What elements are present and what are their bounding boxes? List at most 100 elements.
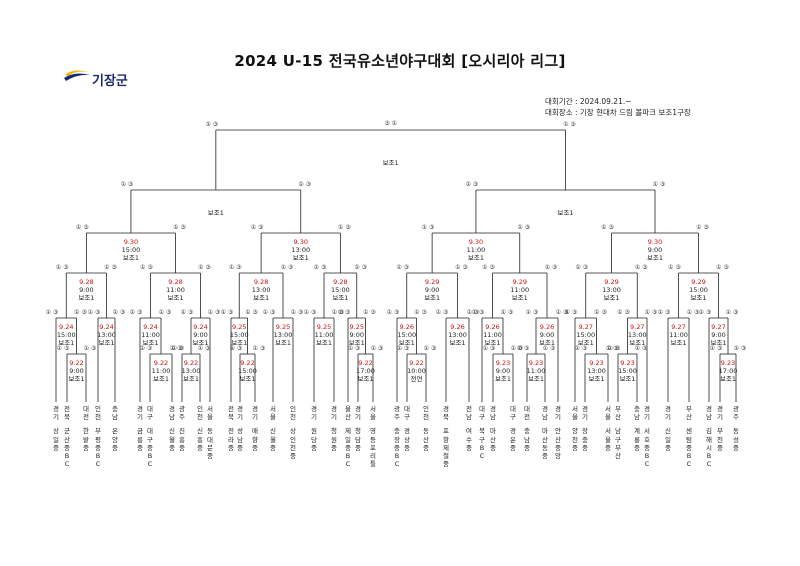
match-venue: 보조1 bbox=[182, 375, 200, 383]
score-mark: ① ③ bbox=[173, 224, 186, 231]
match-venue: 보조1 bbox=[619, 375, 636, 383]
match-date: 9.23 bbox=[495, 359, 511, 367]
score-mark: ① ③ bbox=[698, 309, 712, 316]
match-date: 9.23 bbox=[528, 359, 544, 367]
match-venue: 보조1 bbox=[152, 375, 170, 383]
score-mark: ① ③ bbox=[564, 309, 578, 316]
match-venue: 보조1 bbox=[538, 339, 556, 347]
score-mark: ① ③ bbox=[465, 181, 479, 188]
page-title: 2024 U-15 전국유소년야구대회 [오시리아 리그] bbox=[234, 52, 566, 70]
match-date: 9.26 bbox=[399, 323, 414, 331]
match-venue: 보조1 bbox=[511, 294, 528, 302]
match-venue: 보조1 bbox=[292, 254, 309, 262]
score-mark: ① ③ bbox=[686, 309, 700, 316]
score-mark: ① ③ bbox=[262, 309, 276, 316]
match-time: 11:00 bbox=[483, 331, 502, 339]
match-date: 9.29 bbox=[604, 278, 619, 286]
score-mark: ① ③ bbox=[471, 309, 485, 316]
match-date: 9.29 bbox=[512, 278, 527, 286]
score-mark: ① ③ bbox=[601, 224, 614, 231]
match-date: 9.27 bbox=[578, 323, 593, 331]
match-time: 11:00 bbox=[669, 331, 688, 339]
match-venue: 보조1 bbox=[348, 339, 365, 347]
score-mark: ① ③ bbox=[229, 345, 243, 352]
score-mark: ① ③ bbox=[104, 264, 117, 271]
match-venue: 보조1 bbox=[122, 254, 139, 262]
match-venue: 보조1 bbox=[78, 294, 95, 302]
match-time: 13:00 bbox=[273, 331, 293, 339]
score-mark: ① ③ bbox=[363, 309, 376, 316]
score-mark: ① ③ bbox=[482, 264, 495, 271]
score-mark: ① ③ bbox=[725, 309, 739, 316]
match-date: 9.28 bbox=[253, 278, 269, 286]
match-venue: 보조1 bbox=[382, 159, 399, 167]
score-mark: ① ③ bbox=[563, 121, 576, 128]
score-mark: ① ③ bbox=[525, 309, 539, 316]
match-venue: 보조1 bbox=[68, 375, 85, 383]
match-venue: 보조1 bbox=[207, 209, 224, 217]
match-venue: 보조1 bbox=[670, 339, 687, 347]
score-mark: ① ③ bbox=[129, 309, 143, 316]
match-date: 9.26 bbox=[485, 323, 500, 331]
match-venue: 보조1 bbox=[646, 254, 664, 262]
score-mark: ① ③ bbox=[245, 309, 258, 316]
match-date: 9.28 bbox=[333, 278, 348, 286]
match-time: 11:00 bbox=[141, 331, 160, 339]
match-time: 15:00 bbox=[229, 331, 249, 339]
match-time: 9:00 bbox=[711, 331, 726, 339]
match-date: 9.29 bbox=[691, 278, 706, 286]
score-mark: ① ③ bbox=[386, 309, 400, 316]
score-mark: ① ③ bbox=[594, 309, 607, 316]
score-mark: ① ③ bbox=[180, 309, 194, 316]
score-mark: ① ③ bbox=[396, 264, 410, 271]
score-mark: ① ③ bbox=[338, 224, 351, 231]
match-date: 9.22 bbox=[183, 359, 199, 367]
match-venue: 보조1 bbox=[253, 294, 270, 302]
score-mark: ① ③ bbox=[139, 345, 153, 352]
score-mark: ① ③ bbox=[510, 345, 524, 352]
score-mark: ① ③ bbox=[45, 309, 59, 316]
match-time: 15:00 bbox=[618, 367, 637, 375]
score-mark: ① ③ bbox=[668, 264, 681, 271]
match-time: 9:00 bbox=[539, 331, 555, 339]
match-date: 9.24 bbox=[59, 323, 74, 331]
match-venue: 보조1 bbox=[603, 294, 620, 302]
match-time: 13:00 bbox=[181, 367, 201, 375]
match-time: 13:00 bbox=[587, 367, 606, 375]
score-mark: ① ③ bbox=[120, 181, 134, 188]
match-date: 9.22 bbox=[240, 359, 255, 367]
match-time: 9:00 bbox=[424, 286, 440, 294]
tournament-venue: 대회장소 : 기장 현대차 드림 볼파크 보조1구장 bbox=[545, 108, 691, 117]
match-time: 17:00 bbox=[356, 367, 375, 375]
score-mark: ① ③ bbox=[423, 345, 437, 352]
match-venue: 보조1 bbox=[719, 375, 737, 383]
match-date: 9.22 bbox=[69, 359, 84, 367]
match-date: 9.30 bbox=[647, 238, 663, 246]
match-time: 11:00 bbox=[526, 367, 546, 375]
match-date: 9.25 bbox=[232, 323, 247, 331]
score-mark: ① ③ bbox=[657, 309, 671, 316]
match-date: 9.26 bbox=[539, 323, 555, 331]
match-date: 9.25 bbox=[349, 323, 364, 331]
match-venue: 보조1 bbox=[332, 294, 349, 302]
score-mark: ① ③ bbox=[607, 345, 621, 352]
match-date: 9.24 bbox=[143, 323, 158, 331]
match-time: 9:00 bbox=[193, 331, 208, 339]
match-date: 9.27 bbox=[630, 323, 645, 331]
match-time: 15:00 bbox=[121, 246, 141, 254]
final-score-mark: ③ ① bbox=[384, 120, 397, 127]
